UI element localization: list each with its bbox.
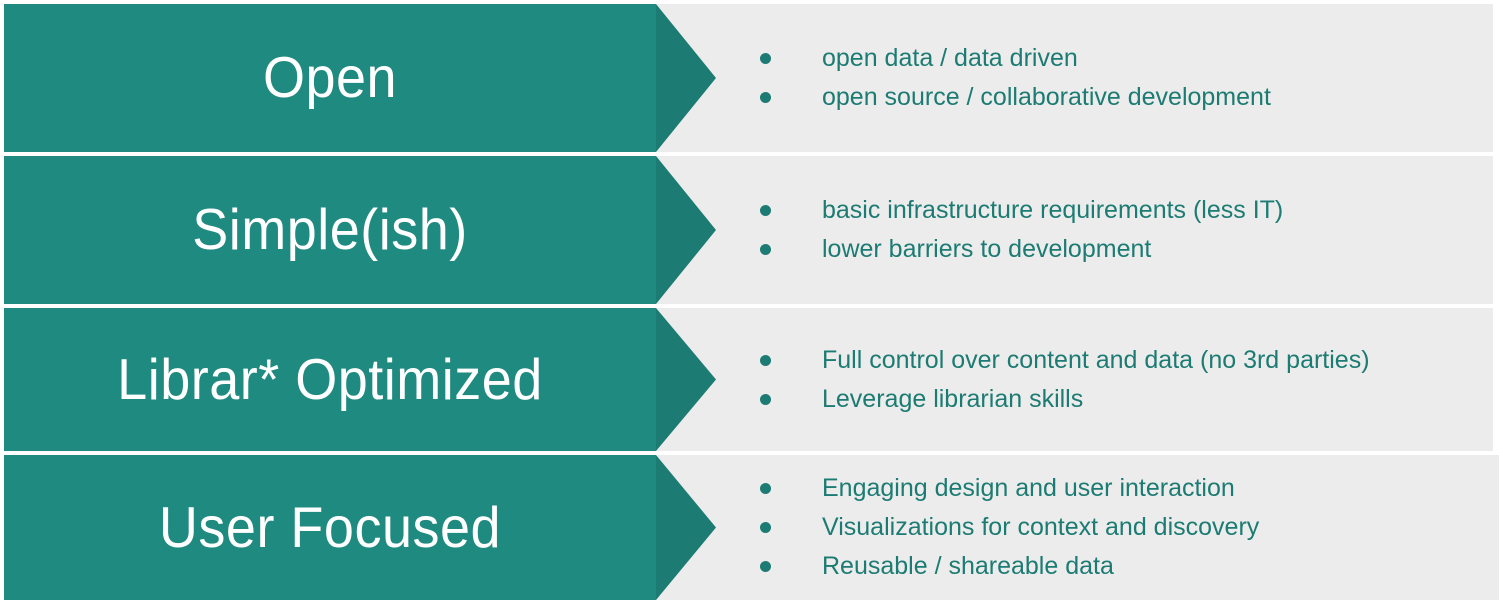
list-item-label: lower barriers to development (822, 235, 1152, 263)
principle-title: Librar* Optimized (117, 347, 543, 412)
chevron-arrow: Librar* Optimized (4, 308, 716, 451)
principle-row: Open open data / data driven open source… (0, 4, 1503, 152)
bullet-dot-icon (760, 244, 771, 255)
list-item-label: Reusable / shareable data (822, 552, 1114, 580)
principle-title: User Focused (158, 495, 502, 560)
bullet-dot-icon (760, 483, 771, 494)
list-item-label: basic infrastructure requirements (less … (822, 196, 1284, 224)
list-item: Reusable / shareable data (760, 554, 1495, 579)
chevron-arrow: Simple(ish) (4, 156, 716, 304)
bullet-dot-icon (760, 92, 771, 103)
list-item: Engaging design and user interaction (760, 476, 1495, 501)
list-item: open data / data driven (760, 46, 1495, 71)
chevron-body (4, 455, 656, 600)
principle-title: Open (262, 46, 398, 110)
chevron-head-icon (656, 455, 716, 600)
chevron-body (4, 4, 656, 152)
list-item-label: Engaging design and user interaction (822, 474, 1235, 502)
bullet-list: basic infrastructure requirements (less … (760, 156, 1495, 304)
list-item: Full control over content and data (no 3… (760, 345, 1495, 374)
bullet-list: open data / data driven open source / co… (760, 4, 1495, 152)
list-item-label: open data / data driven (822, 44, 1078, 72)
bullet-list: Full control over content and data (no 3… (760, 308, 1495, 451)
chevron-arrow: Open (4, 4, 716, 152)
list-item: lower barriers to development (760, 237, 1495, 262)
bullet-dot-icon (760, 354, 771, 366)
bullet-dot-icon (760, 205, 771, 216)
principle-title: Simple(ish) (192, 198, 468, 262)
bullet-list: Engaging design and user interaction Vis… (760, 455, 1495, 600)
bullet-dot-icon (760, 53, 771, 64)
list-item-label: Full control over content and data (no 3… (822, 345, 1370, 374)
chevron-body (4, 308, 656, 451)
list-item: Visualizations for context and discovery (760, 515, 1495, 540)
bullet-dot-icon (760, 522, 771, 533)
chevron-body (4, 156, 656, 304)
bullet-dot-icon (760, 393, 771, 405)
chevron-arrow: User Focused (4, 455, 716, 600)
list-item: Leverage librarian skills (760, 384, 1495, 413)
list-item: open source / collaborative development (760, 85, 1495, 110)
chevron-head-icon (656, 308, 716, 451)
principle-row: Librar* Optimized Full control over cont… (0, 308, 1503, 451)
chevron-head-icon (656, 156, 716, 304)
principle-row: User Focused Engaging design and user in… (0, 455, 1503, 600)
list-item-label: open source / collaborative development (822, 83, 1271, 111)
principle-row: Simple(ish) basic infrastructure require… (0, 156, 1503, 304)
list-item-label: Leverage librarian skills (822, 384, 1084, 413)
list-item-label: Visualizations for context and discovery (822, 513, 1260, 541)
chevron-head-icon (656, 4, 716, 152)
bullet-dot-icon (760, 561, 771, 572)
list-item: basic infrastructure requirements (less … (760, 198, 1495, 223)
